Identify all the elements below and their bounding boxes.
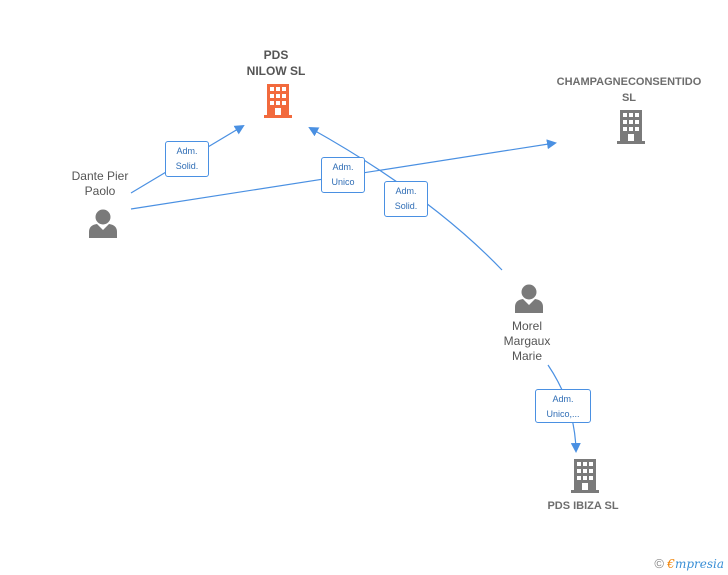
company-pds-nilow-label[interactable]: PDS NILOW SL (246, 48, 306, 78)
edge-label-morel-ibiza[interactable]: Adm. Unico,... (535, 389, 591, 423)
building-icon[interactable] (569, 459, 601, 493)
empresia-watermark: © €mpresia (654, 556, 724, 571)
empresia-logo: €mpresia (667, 557, 724, 571)
edge-label-morel-nilow[interactable]: Adm. Solid. (384, 181, 428, 217)
company-pds-ibiza-label[interactable]: PDS IBIZA SL (547, 500, 619, 512)
person-dante-pier-paolo-label[interactable]: Dante Pier Paolo (71, 169, 129, 198)
building-icon[interactable] (615, 110, 647, 144)
building-icon[interactable] (262, 84, 294, 118)
person-icon[interactable] (513, 283, 545, 313)
edge-label-dante-nilow[interactable]: Adm. Solid. (165, 141, 209, 177)
company-champagneconsentido-label[interactable]: CHAMPAGNECONSENTIDO SL (556, 76, 702, 104)
copyright-icon: © (654, 556, 664, 571)
edge-label-dante-champagne[interactable]: Adm. Unico (321, 157, 365, 193)
person-morel-margaux-marie-label[interactable]: Morel Margaux Marie (503, 319, 551, 363)
person-icon[interactable] (87, 208, 119, 238)
